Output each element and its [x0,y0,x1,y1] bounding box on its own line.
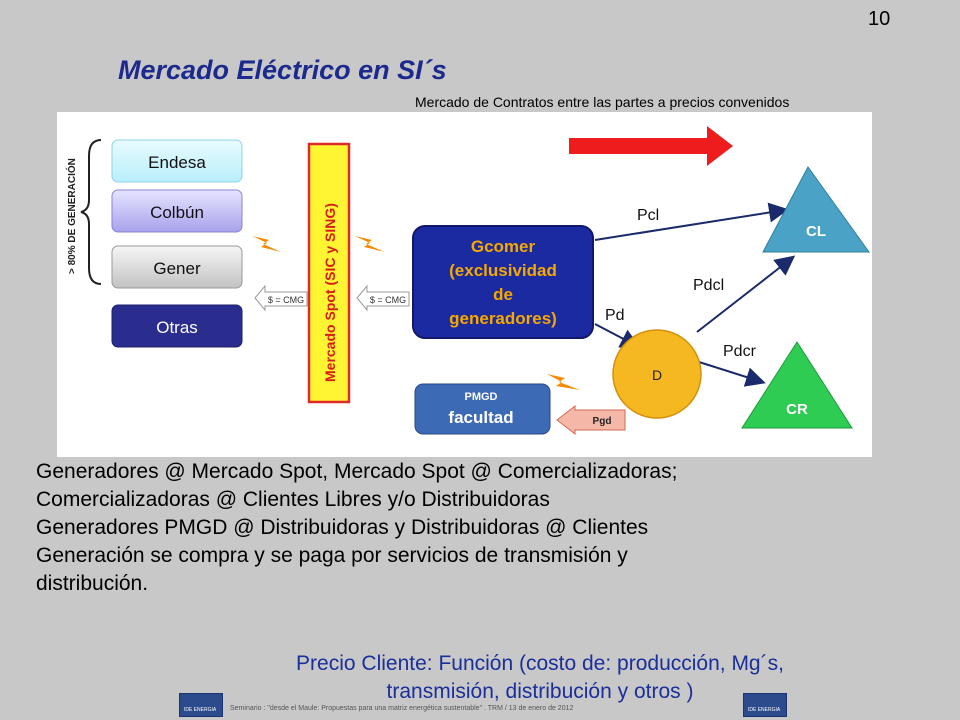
generator-box-colbun [111,189,243,233]
cmg-arrow-2 [356,284,410,312]
slide-subtitle: Mercado de Contratos entre las partes a … [415,94,790,110]
price-line-2: transmisión, distribución y otros ) [386,680,694,703]
generator-box-otras [111,304,243,348]
generator-label-colbun: Colbún [150,203,204,222]
arrow-pdcl [696,255,796,333]
ide-energia-logo: IDE ENERGIA [743,693,787,717]
market-diagram: > 80% DE GENERACIÓN Endesa Colbún Gener … [57,112,872,457]
body-line-1: Generadores @ Mercado Spot, Mercado Spot… [36,460,678,483]
generator-box-gener [111,245,243,289]
generator-label-endesa: Endesa [148,153,206,172]
spot-market-label: Mercado Spot (SIC y SING) [322,203,338,382]
cr-label: CR [786,401,808,418]
cr-triangle [741,341,853,429]
gcomer-box [412,225,594,339]
pmgd-box [414,383,551,435]
gcomer-line-3: de [493,285,513,304]
distributor-label: D [652,367,662,383]
body-line-4: Generación se compra y se paga por servi… [36,544,628,567]
label-pd: Pd [605,307,625,324]
generator-label-otras: Otras [156,318,198,337]
generator-box-endesa [111,139,243,183]
body-line-2: Comercializadoras @ Clientes Libres y/o … [36,488,550,511]
gcomer-line-1: Gcomer [471,237,536,256]
slide-title: Mercado Eléctrico en SI´s [118,55,447,85]
body-line-3: Generadores PMGD @ Distribuidoras y Dist… [36,516,649,539]
spot-market-box [307,142,351,404]
distributor-circle [612,329,702,419]
cmg-label-2: $ = CMG [370,295,406,305]
generator-label-gener: Gener [153,259,201,278]
price-line-1: Precio Cliente: Función (costo de: produ… [296,652,784,675]
ide-energia-logo: IDE ENERGIA [179,693,223,717]
pmgd-title: PMGD [465,391,498,403]
arrow-pcl [594,202,789,241]
contracts-arrow [569,126,733,166]
pgd-label: Pgd [593,416,612,427]
price-formula: Precio Cliente: Función (costo de: produ… [150,650,930,706]
cl-label: CL [806,223,826,240]
generation-share-label: > 80% DE GENERACIÓN [65,158,78,274]
pmgd-sub: facultad [448,408,513,427]
cmg-label-1: $ = CMG [268,295,304,305]
arrow-pdcr [698,361,766,387]
cmg-arrow-1 [254,284,308,312]
body-line-5: distribución. [36,572,149,595]
lightning-icon [547,374,580,390]
lightning-icon [355,236,385,252]
gcomer-line-4: generadores) [449,309,557,328]
brace [80,139,102,285]
label-pcl: Pcl [637,207,659,224]
cl-triangle [762,166,870,253]
slide-number: 10 [868,8,891,30]
footer-text: Seminario : "desde el Maule: Propuestas … [230,705,574,712]
gcomer-line-2: (exclusividad [449,261,557,280]
market-diagram-svg: > 80% DE GENERACIÓN Endesa Colbún Gener … [65,126,870,436]
lightning-icon [252,236,281,252]
label-pdcl: Pdcl [693,277,724,294]
label-pdcr: Pdcr [723,343,757,360]
body-text: Generadores @ Mercado Spot, Mercado Spot… [36,458,936,598]
pgd-arrow [556,404,626,436]
